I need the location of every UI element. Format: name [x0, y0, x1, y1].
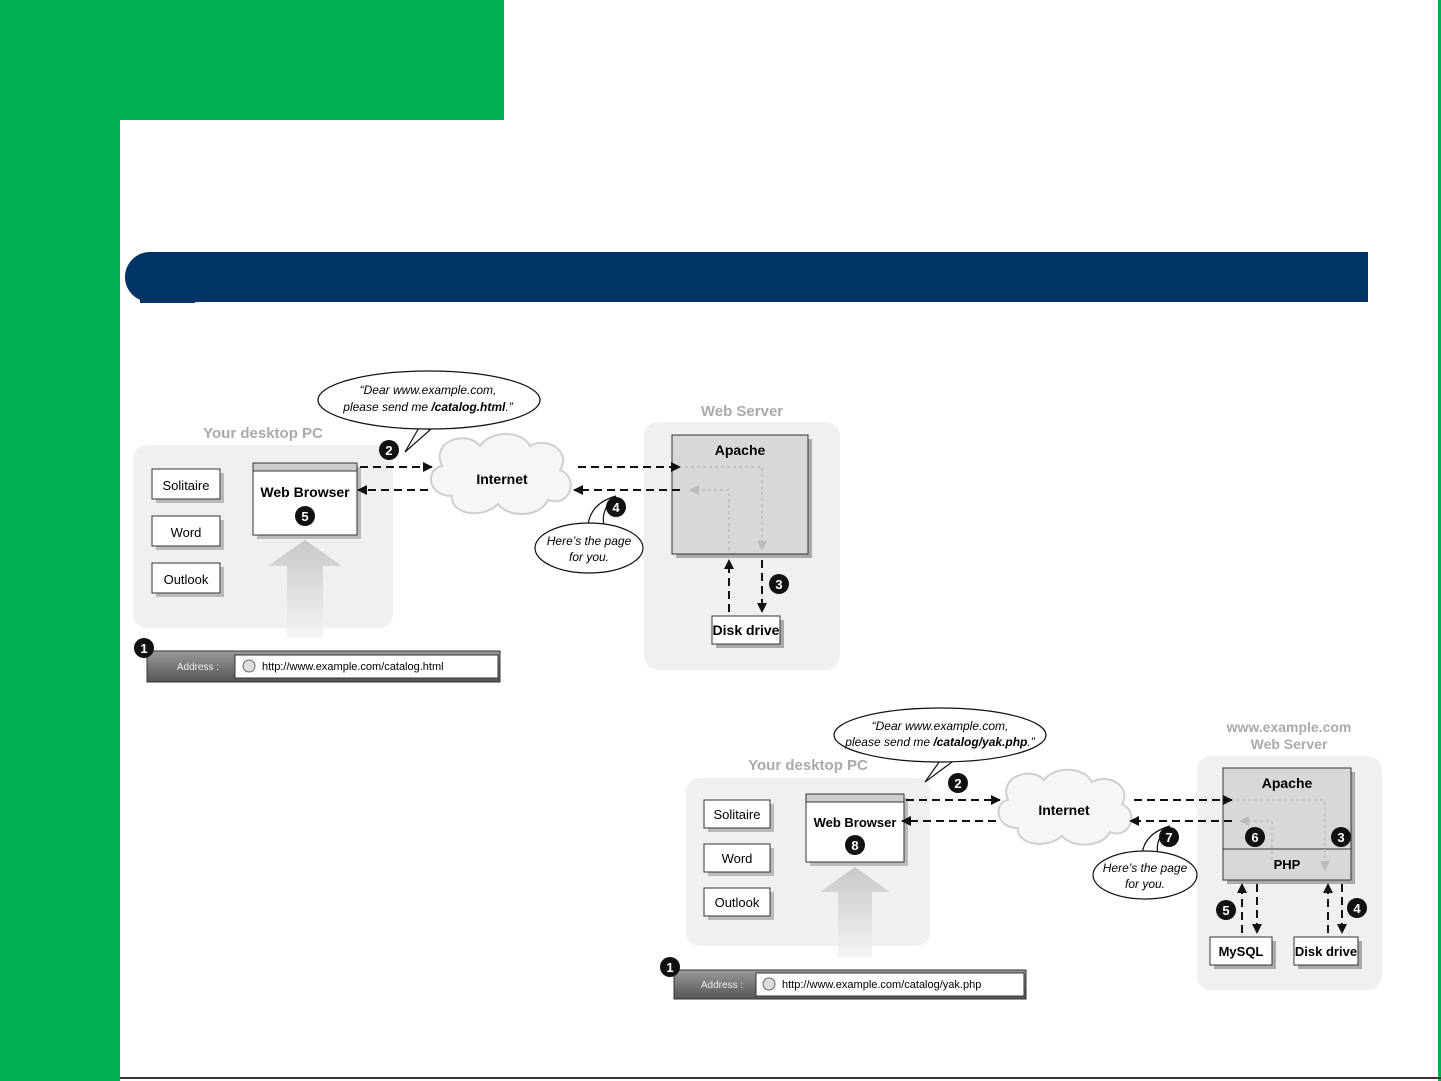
globe-icon-2 — [762, 977, 776, 991]
mysql-box: MySQL — [1209, 936, 1276, 969]
svg-text:Here’s the page: Here’s the page — [547, 534, 632, 548]
globe-icon — [242, 659, 256, 673]
step-4-badge-2 — [1347, 898, 1367, 918]
mysql-label: MySQL — [1219, 944, 1264, 959]
response-speech-bubble-2: Here’s the page for you. — [1092, 825, 1198, 900]
desktop-label: Your desktop PC — [203, 425, 323, 442]
green-sidebar — [0, 0, 120, 1081]
address-bar: Address : http://www.example.com/catalog… — [146, 650, 501, 683]
php-label: PHP — [1274, 857, 1301, 872]
internet-cloud: Internet — [430, 433, 572, 516]
svg-text:7: 7 — [1165, 830, 1172, 845]
disk-label-2: Disk drive — [1295, 944, 1357, 959]
svg-text:4: 4 — [1353, 901, 1361, 916]
step-3-badge-2 — [1331, 827, 1351, 847]
request-speech-bubble: “Dear www.example.com, please send me /c… — [317, 370, 541, 453]
internet-label: Internet — [476, 471, 528, 487]
svg-text:6: 6 — [1251, 830, 1258, 845]
step-5-badge-2 — [1216, 900, 1236, 920]
address-url: http://www.example.com/catalog.html — [262, 661, 444, 673]
request-speech-bubble-2: “Dear www.example.com, please send me /c… — [833, 707, 1047, 783]
apache-box: Apache — [671, 434, 812, 558]
diagram-static-page: Your desktop PC Web Server Solitaire Wor… — [133, 370, 840, 683]
internal-path-down — [685, 466, 767, 551]
svg-text:5: 5 — [301, 509, 308, 524]
step-4-badge — [606, 497, 626, 517]
title-banner-tab — [140, 298, 195, 303]
diagram-dynamic-page: Your desktop PC www.example.com Web Serv… — [660, 707, 1382, 1000]
svg-text:1: 1 — [140, 641, 147, 656]
browser-label-2: Web Browser — [814, 815, 897, 830]
green-header-block — [0, 0, 504, 120]
svg-text:Outlook: Outlook — [164, 572, 209, 587]
svg-text:Outlook: Outlook — [715, 895, 760, 910]
apache-php-box: Apache PHP — [1222, 767, 1355, 884]
right-edge-line — [1438, 0, 1441, 1081]
step-2-badge — [379, 440, 399, 460]
svg-text:Word: Word — [171, 525, 202, 540]
disk-drive-box-2: Disk drive — [1293, 936, 1362, 969]
svg-text:Solitaire: Solitaire — [163, 478, 210, 493]
step-5-badge — [295, 506, 315, 526]
server-label-2-line2: Web Server — [1251, 736, 1328, 752]
title-banner — [125, 252, 1368, 302]
svg-text:2: 2 — [385, 443, 392, 458]
disk-label: Disk drive — [713, 622, 780, 638]
svg-text:please send me /catalog/yak.ph: please send me /catalog/yak.php.” — [844, 735, 1035, 749]
bottom-rule — [120, 1077, 1441, 1079]
svg-text:2: 2 — [954, 776, 961, 791]
step-3-badge — [769, 574, 789, 594]
server-label-2-line1: www.example.com — [1226, 719, 1352, 735]
svg-text:please send me /catalog.html.”: please send me /catalog.html.” — [342, 400, 513, 414]
server-label: Web Server — [701, 403, 783, 420]
step-2-badge-2 — [948, 773, 968, 793]
svg-text:3: 3 — [1337, 830, 1344, 845]
internet-label-2: Internet — [1038, 802, 1090, 818]
internal-path-up — [689, 485, 730, 550]
svg-text:“Dear www.example.com,: “Dear www.example.com, — [360, 383, 497, 397]
disk-drive-box: Disk drive — [711, 615, 784, 648]
svg-text:“Dear www.example.com,: “Dear www.example.com, — [872, 719, 1009, 733]
app-outlook-2: Outlook — [703, 887, 774, 920]
address-url-2: http://www.example.com/catalog/yak.php — [782, 979, 981, 991]
step-1-badge — [134, 638, 154, 658]
step-7-badge-2 — [1159, 827, 1179, 847]
app-word-2: Word — [703, 843, 774, 876]
svg-text:1: 1 — [666, 960, 673, 975]
app-outlook: Outlook — [151, 562, 224, 597]
step-8-badge — [845, 835, 865, 855]
svg-text:for you.: for you. — [569, 550, 609, 564]
step-6-badge-2 — [1245, 827, 1265, 847]
address-label: Address : — [177, 662, 219, 673]
desktop-label-2: Your desktop PC — [748, 757, 868, 774]
internal-path-up-2 — [1239, 816, 1273, 860]
address-bar-2: Address : http://www.example.com/catalog… — [673, 969, 1027, 1000]
svg-text:for you.: for you. — [1125, 877, 1165, 891]
internet-cloud-2: Internet — [997, 768, 1133, 846]
up-arrow-shape-2 — [820, 867, 890, 958]
svg-text:Word: Word — [722, 851, 753, 866]
svg-text:4: 4 — [612, 500, 620, 515]
step-1-badge-2 — [660, 957, 680, 977]
up-arrow-shape — [268, 540, 342, 638]
svg-text:8: 8 — [851, 838, 858, 853]
apache-label-2: Apache — [1262, 775, 1313, 791]
address-label-2: Address : — [701, 980, 743, 991]
web-browser-window-2: Web Browser 8 — [805, 793, 908, 866]
web-browser-window: Web Browser 5 — [252, 462, 361, 539]
browser-label: Web Browser — [260, 484, 350, 500]
svg-text:Solitaire: Solitaire — [714, 807, 761, 822]
app-solitaire-2: Solitaire — [703, 799, 774, 832]
app-solitaire: Solitaire — [151, 468, 224, 503]
app-word: Word — [151, 515, 224, 550]
svg-text:3: 3 — [775, 577, 782, 592]
svg-text:Here’s the page: Here’s the page — [1103, 861, 1188, 875]
svg-text:5: 5 — [1222, 903, 1229, 918]
apache-label: Apache — [715, 442, 766, 458]
response-speech-bubble: Here’s the page for you. — [534, 495, 644, 574]
